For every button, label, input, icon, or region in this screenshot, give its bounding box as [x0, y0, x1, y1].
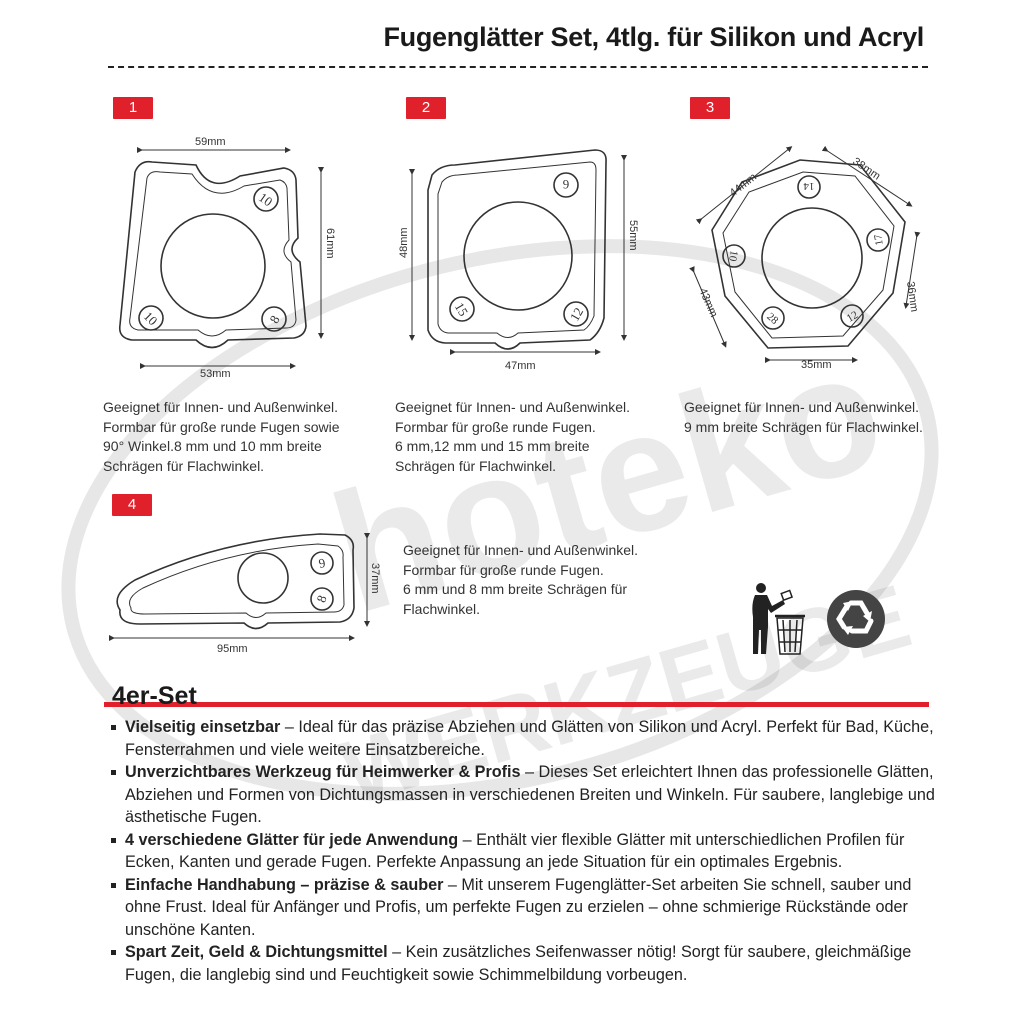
- tool-4-notch-label: 8: [313, 593, 329, 604]
- tool-1-notch-label: 10: [141, 308, 161, 328]
- feature-item: Einfache Handhabung – präzise & sauber –…: [110, 874, 940, 942]
- tool-3-dim-top-left: 44mm: [727, 171, 758, 199]
- tool-2-badge: 2: [406, 97, 446, 119]
- tool-3-notch-label: 28: [764, 311, 781, 328]
- tool-1-notch-label: 10: [256, 190, 275, 210]
- page-title: Fugenglätter Set, 4tlg. für Silikon und …: [383, 22, 924, 52]
- tool-2-dim-right: 55mm: [627, 220, 639, 251]
- tool-1-dim-bottom: 53mm: [200, 368, 231, 380]
- tool-2-center-hole: [463, 201, 573, 311]
- tool-2-drawing: [409, 149, 627, 355]
- set-title-underline: [104, 702, 929, 707]
- tool-4-center-hole: [237, 552, 289, 604]
- tool-3-center-hole: [761, 207, 863, 309]
- tool-2-description: Geeignet für Innen- und Außenwinkel.Form…: [395, 399, 631, 474]
- tool-4-description: Geeignet für Innen- und Außenwinkel.Form…: [403, 542, 639, 617]
- feature-list: Vielseitig einsetzbar – Ideal für das pr…: [110, 716, 940, 986]
- tool-4-notch-label: 6: [317, 556, 326, 572]
- set-title: 4er-Set: [112, 682, 197, 710]
- tool-2-outline: [427, 149, 607, 350]
- recycle-icon: [827, 590, 885, 648]
- tool-1-notch-label: 8: [266, 313, 282, 326]
- tool-2-notch-label: 12: [567, 305, 586, 324]
- tool-4-outline: [116, 533, 355, 630]
- tool-4-drawing: [109, 533, 370, 641]
- tool-1-dim-right: 61mm: [324, 228, 336, 259]
- feature-item: Vielseitig einsetzbar – Ideal für das pr…: [110, 716, 940, 761]
- tool-3-dim-left: 43mm: [696, 286, 719, 319]
- title-divider: [108, 66, 928, 68]
- tool-4-dim-right: 37mm: [369, 563, 381, 594]
- tool-1-dim-top: 59mm: [195, 136, 226, 148]
- tool-2-dim-bottom: 47mm: [505, 360, 536, 372]
- tool-3-notch-label: 10: [726, 249, 740, 262]
- tool-4-dim-bottom: 95mm: [217, 643, 248, 655]
- tool-1-drawing: [118, 147, 324, 369]
- tool-3-notch-label: 17: [872, 233, 886, 246]
- tool-4-badge: 4: [112, 494, 152, 516]
- feature-item: Unverzichtbares Werkzeug für Heimwerker …: [110, 761, 940, 829]
- tool-2-notch-label: 15: [452, 300, 471, 319]
- tool-3-dim-right: 36mm: [904, 281, 920, 313]
- feature-item: Spart Zeit, Geld & Dichtungsmittel – Kei…: [110, 941, 940, 986]
- tool-3-dim-bottom: 35mm: [801, 359, 832, 371]
- tool-1-center-hole: [160, 213, 266, 319]
- tool-3-description: Geeignet für Innen- und Außenwinkel.9 mm…: [684, 399, 923, 435]
- tool-1-badge: 1: [113, 97, 153, 119]
- tool-2-dim-left: 48mm: [398, 227, 410, 258]
- tool-3-notch-label: 14: [803, 180, 815, 192]
- tool-1-outline: [118, 160, 307, 349]
- trash-disposal-icon: [752, 583, 805, 655]
- tool-3-notch-label: 12: [845, 309, 861, 325]
- feature-item: 4 verschiedene Glätter für jede Anwendun…: [110, 829, 940, 874]
- tool-1-description: Geeignet für Innen- und Außenwinkel.Form…: [103, 399, 340, 474]
- tool-3-badge: 3: [690, 97, 730, 119]
- tool-3-drawing: [689, 145, 921, 363]
- tool-2-notch-label: 6: [562, 177, 569, 192]
